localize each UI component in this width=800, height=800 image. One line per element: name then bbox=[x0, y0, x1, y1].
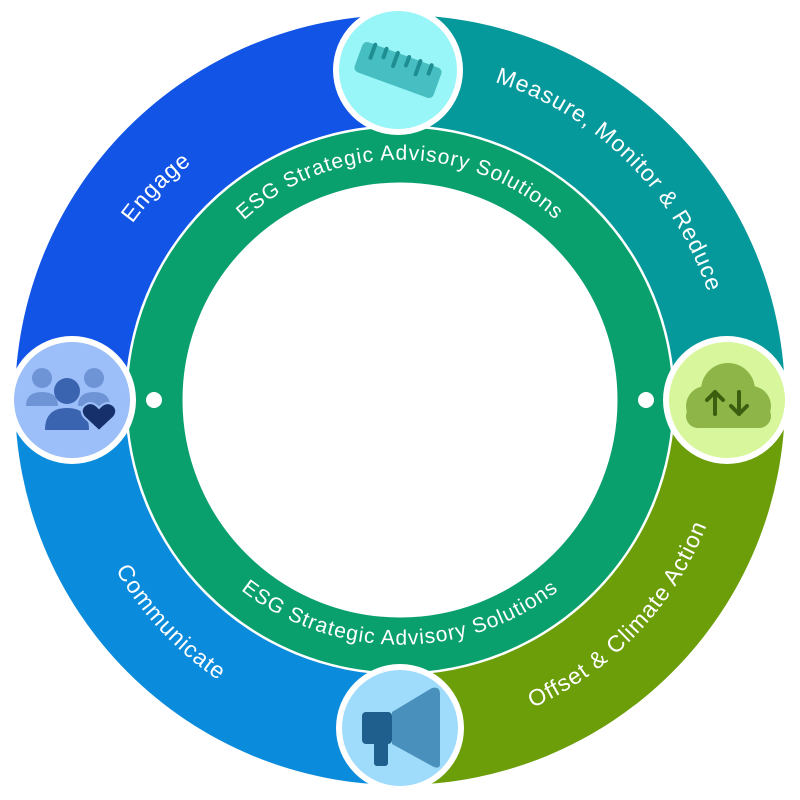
ring-dot-left bbox=[146, 392, 162, 408]
segment-offset bbox=[400, 400, 785, 785]
cloud-transfer-icon bbox=[663, 336, 791, 464]
people-heart-icon bbox=[8, 336, 136, 464]
inner-ring bbox=[127, 127, 673, 673]
ring-dot-right bbox=[638, 392, 654, 408]
segment-engage bbox=[15, 15, 400, 400]
segment-measure bbox=[400, 15, 785, 400]
ruler-icon bbox=[333, 5, 463, 135]
segment-communicate bbox=[15, 400, 400, 785]
megaphone-icon bbox=[336, 664, 464, 792]
